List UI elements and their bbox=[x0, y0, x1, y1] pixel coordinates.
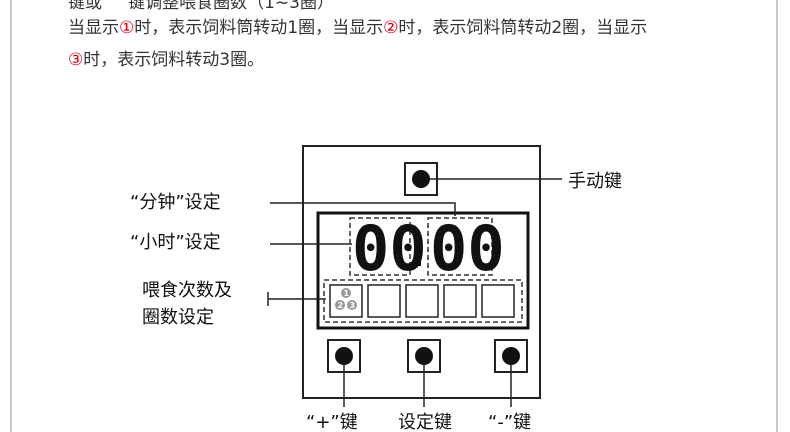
clipped-top-line: 键或“_”键调整喂食圈数（1~3圈） bbox=[68, 0, 334, 10]
counter-badge-1-text: 1 bbox=[344, 289, 350, 298]
minute-setting-label: “分钟”设定 bbox=[130, 192, 221, 213]
frame-border-right bbox=[776, 0, 778, 432]
circled-three: ③ bbox=[68, 50, 84, 70]
manual-button[interactable] bbox=[412, 170, 430, 188]
counter-badge-3 bbox=[347, 300, 357, 310]
minus-button[interactable] bbox=[502, 347, 520, 365]
feeding-label-line2: 圈数设定 bbox=[142, 307, 214, 328]
line1-text-c: 时，表示饲料筒转动2圈，当显示 bbox=[398, 18, 648, 38]
circled-two: ② bbox=[383, 18, 399, 38]
instruction-line-1: 当显示①时，表示饲料筒转动1圈，当显示②时，表示饲料筒转动2圈，当显示 bbox=[68, 16, 647, 40]
plus-key-label: “+”键 bbox=[306, 412, 358, 432]
line1-text-b: 时，表示饲料筒转动1圈，当显示 bbox=[134, 18, 384, 38]
set-key-label: 设定键 bbox=[398, 412, 452, 432]
line1-text-a: 当显示 bbox=[68, 18, 119, 38]
hour-setting-label: “小时”设定 bbox=[130, 232, 221, 253]
minute-digits: 00 bbox=[430, 212, 505, 285]
feeding-cell-2 bbox=[367, 284, 401, 318]
minute-digits-frame bbox=[427, 217, 493, 276]
feeding-cell-3 bbox=[405, 284, 439, 318]
feeding-count-frame bbox=[323, 279, 523, 323]
time-separator: : bbox=[408, 235, 428, 275]
circled-one: ① bbox=[119, 18, 135, 38]
feeding-cell-5 bbox=[481, 284, 515, 318]
frame-border-left bbox=[10, 0, 12, 432]
manual-key-label: 手动键 bbox=[568, 171, 622, 192]
hour-digits: 00 bbox=[352, 212, 427, 285]
feeding-cell-1 bbox=[329, 284, 363, 318]
hour-digits-frame bbox=[349, 217, 411, 276]
counter-badge-3-text: 3 bbox=[350, 301, 356, 310]
plus-button[interactable] bbox=[335, 347, 353, 365]
line2-text-a: 时，表示饲料转动3圈。 bbox=[83, 50, 265, 70]
minus-key-label: “-”键 bbox=[488, 412, 531, 432]
counter-badge-2 bbox=[335, 300, 345, 310]
minute-setting-leader bbox=[270, 202, 456, 216]
feeding-label-line1: 喂食次数及 bbox=[142, 280, 232, 301]
instruction-line-2: ③时，表示饲料转动3圈。 bbox=[68, 48, 264, 72]
feeding-cell-4 bbox=[443, 284, 477, 318]
set-button[interactable] bbox=[415, 347, 433, 365]
counter-badge-1 bbox=[341, 288, 351, 298]
counter-badge-2-text: 2 bbox=[338, 301, 344, 310]
